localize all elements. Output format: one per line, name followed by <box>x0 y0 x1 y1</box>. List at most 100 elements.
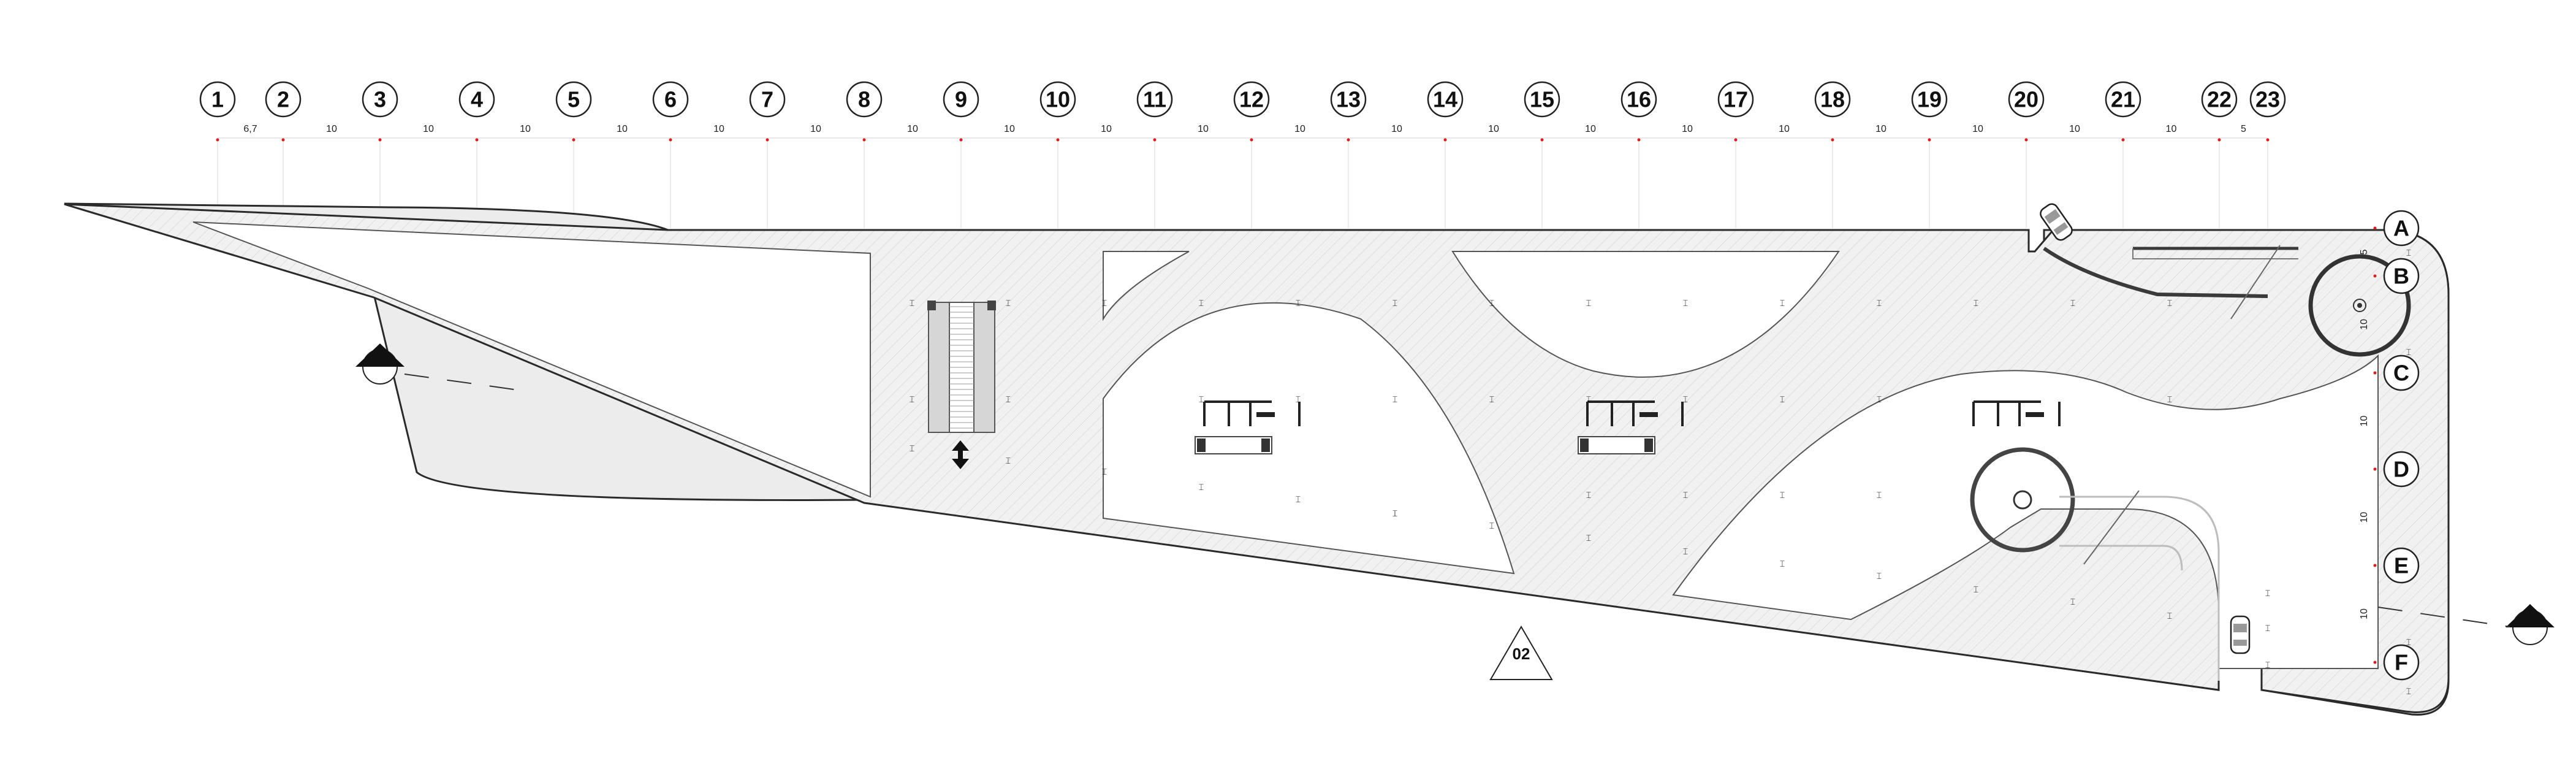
column-spacing-label: 10 <box>326 124 337 134</box>
grid-dot <box>959 138 963 142</box>
column-icon: ⌶ <box>1102 467 1107 477</box>
column-label: 22 <box>2207 87 2232 112</box>
column-spacing-label: 10 <box>1198 124 1209 134</box>
column-bubble <box>362 81 398 118</box>
column-spacing-label: 10 <box>1294 124 1305 134</box>
column-label: 7 <box>761 87 773 112</box>
column-icon: ⌶ <box>1392 395 1397 405</box>
column-label: 5 <box>568 87 580 112</box>
column-spacing-label: 10 <box>1585 124 1596 134</box>
row-label: E <box>2394 553 2409 578</box>
column-spacing-label: 10 <box>2069 124 2080 134</box>
column-icon: ⌶ <box>2167 395 2172 405</box>
column-icon: ⌶ <box>1780 395 1785 405</box>
row-spacing-label: 10 <box>2359 416 2369 427</box>
column-bubble <box>1233 81 1270 118</box>
column-label: 4 <box>471 87 483 112</box>
grid-dot <box>2373 274 2377 278</box>
column-icon: ⌶ <box>1586 395 1591 405</box>
column-icon: ⌶ <box>2265 589 2270 599</box>
column-bubble <box>1330 81 1367 118</box>
column-label: 9 <box>955 87 967 112</box>
column-icon: ⌶ <box>2406 638 2411 648</box>
column-label: 19 <box>1917 87 1942 112</box>
grid-dot <box>378 138 382 142</box>
column-spacing-label: 10 <box>1004 124 1015 134</box>
column-icon: ⌶ <box>2406 687 2411 697</box>
column-label: 16 <box>1627 87 1651 112</box>
column-bubble <box>1427 81 1464 118</box>
column-bubble <box>749 81 786 118</box>
row-label: A <box>2393 216 2409 241</box>
column-spacing-label: 10 <box>1488 124 1499 134</box>
grid-dot <box>1250 138 1253 142</box>
column-icon: ⌶ <box>1877 299 1882 308</box>
column-icon: ⌶ <box>910 299 914 308</box>
service-core-2 <box>1578 400 1684 454</box>
row-label: B <box>2393 264 2409 289</box>
column-spacing-label: 10 <box>1391 124 1402 134</box>
column-bubble <box>1717 81 1754 118</box>
column-icon: ⌶ <box>1877 491 1882 500</box>
escalator-block <box>927 301 996 433</box>
column-label: 20 <box>2014 87 2038 112</box>
column-icon: ⌶ <box>1392 509 1397 519</box>
column-spacing-label: 10 <box>810 124 821 134</box>
grid-dot <box>2373 467 2377 471</box>
column-spacing-label: 10 <box>520 124 531 134</box>
column-icon: ⌶ <box>1683 547 1688 557</box>
column-icon: ⌶ <box>910 444 914 454</box>
column-icon: ⌶ <box>1489 299 1494 308</box>
column-spacing-label: 10 <box>907 124 918 134</box>
row-spacing-label: 5 <box>2359 249 2369 255</box>
column-icon: ⌶ <box>1586 299 1591 308</box>
column-icon: ⌶ <box>2070 299 2075 308</box>
column-label: 17 <box>1723 87 1748 112</box>
column-icon: ⌶ <box>1006 456 1011 466</box>
grid-dot <box>1540 138 1544 142</box>
grid-dot <box>1928 138 1931 142</box>
column-bubble <box>1524 81 1560 118</box>
column-label: 10 <box>1046 87 1070 112</box>
grid-dot <box>2373 371 2377 375</box>
column-spacing-label: 10 <box>713 124 724 134</box>
column-bubble <box>555 81 592 118</box>
row-label: F <box>2395 650 2408 675</box>
grid-dot <box>1831 138 1834 142</box>
section-marker-left: B <box>355 343 528 392</box>
column-bubble <box>265 81 302 118</box>
column-icon: ⌶ <box>1199 395 1204 405</box>
column-icon: ⌶ <box>1877 572 1882 581</box>
column-icon: ⌶ <box>1586 491 1591 500</box>
column-label: 23 <box>2255 87 2280 112</box>
inner-voids <box>192 221 2379 669</box>
car-icon <box>2230 615 2251 654</box>
grid-dot <box>2024 138 2028 142</box>
column-icon: ⌶ <box>1296 395 1301 405</box>
column-icon: ⌶ <box>2167 611 2172 621</box>
grid-dot <box>281 138 285 142</box>
column-bubble <box>1039 81 1076 118</box>
grid-dot <box>1734 138 1738 142</box>
car-icon <box>2040 203 2073 241</box>
column-icon: ⌶ <box>1006 395 1011 405</box>
column-label: 13 <box>1336 87 1361 112</box>
stair-up-down-icon <box>952 440 969 469</box>
row-label: C <box>2393 361 2409 386</box>
grid-dot <box>1153 138 1157 142</box>
column-spacing-label: 6,7 <box>243 124 257 134</box>
column-spacing-label: 10 <box>1682 124 1693 134</box>
circular-ramp-lower <box>1970 447 2220 681</box>
sheet-marker: 02 <box>1489 626 1553 680</box>
section-label: B <box>376 357 384 369</box>
column-label: 14 <box>1433 87 1457 112</box>
column-icon: ⌶ <box>1392 509 1397 519</box>
grid-lines <box>217 140 2268 228</box>
grid-dot <box>1056 138 1060 142</box>
column-icon: ⌶ <box>2406 348 2411 358</box>
column-icon: ⌶ <box>1489 521 1494 531</box>
column-bubble <box>652 81 689 118</box>
